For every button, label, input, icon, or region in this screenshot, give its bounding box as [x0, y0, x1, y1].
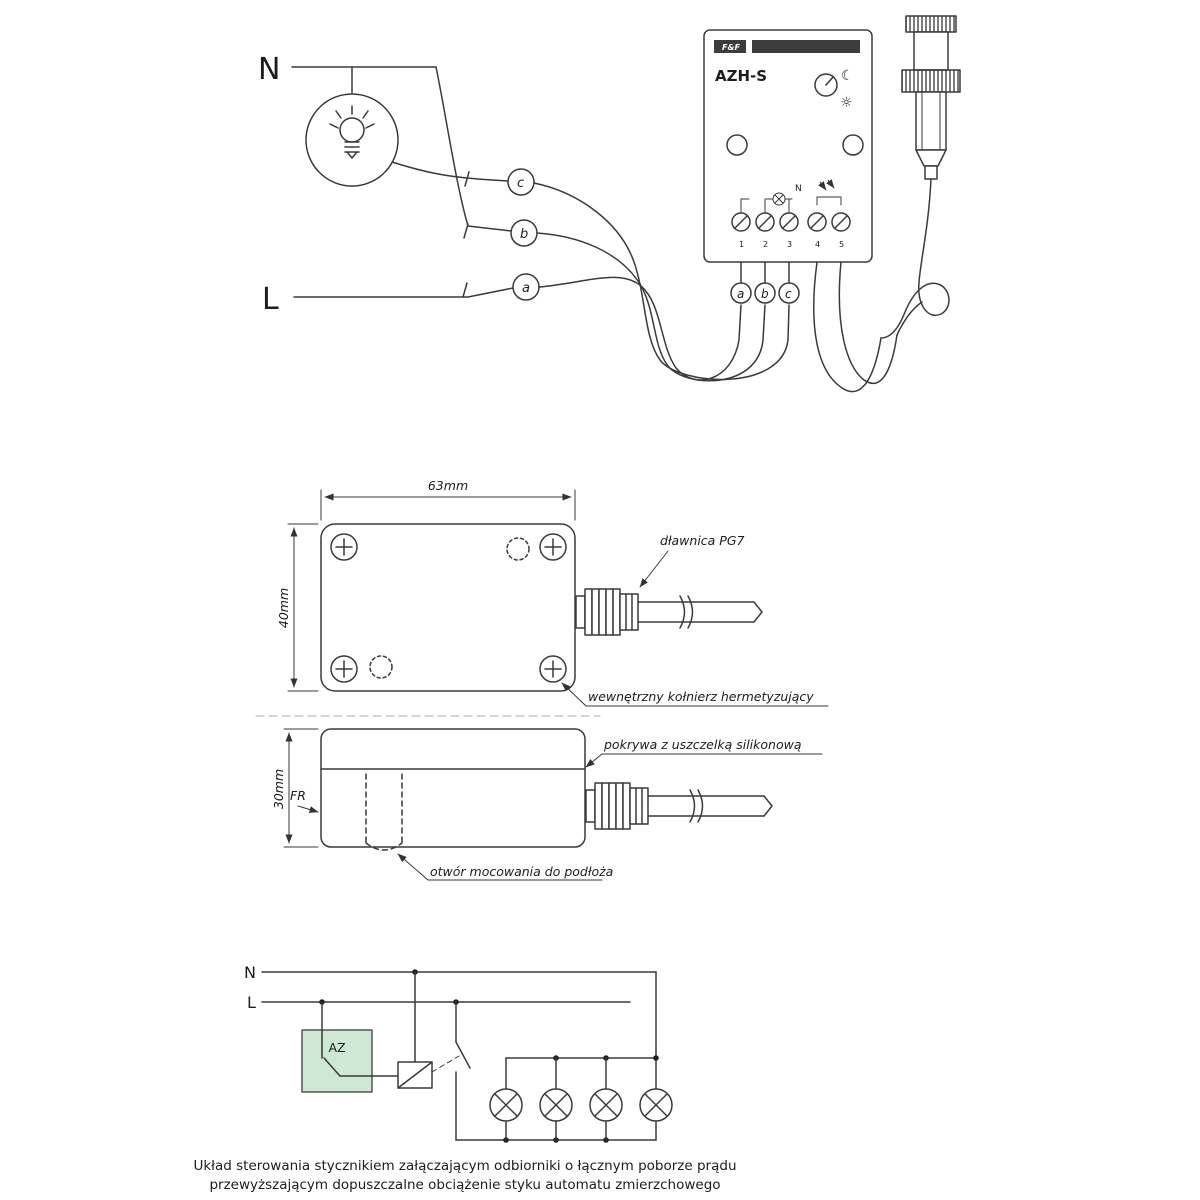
terminal-number-1: 1 — [739, 240, 744, 249]
azh-s-device: F&F AZH-S ☾ ☼ — [703, 29, 873, 263]
sensor-wire-2 — [838, 261, 898, 385]
bundle-wire-a — [538, 276, 742, 381]
lamp-symbol — [489, 1057, 523, 1141]
connector-c-label: c — [517, 176, 524, 191]
az-contact-blade — [323, 1057, 341, 1077]
contact-blade — [455, 1041, 471, 1069]
terminal-letter-c: c — [778, 282, 800, 304]
cable-gland-side — [585, 782, 773, 830]
wire-connector-c: c — [507, 168, 535, 196]
wire-connector-a: a — [512, 273, 540, 301]
dimension-drawings: 63mm 40mm dławnica PG7 wewnętrzny kołnie… — [255, 478, 829, 881]
connector-tick — [463, 223, 469, 239]
terminal-n-label: N — [795, 184, 802, 194]
lamp-symbol — [539, 1057, 573, 1141]
height-dim-label: 40mm — [276, 588, 291, 628]
hole-callout-label: otwór mocowania do podłoża — [430, 864, 613, 879]
caption-line-2: przewyższającym dopuszczalne obciążenie … — [209, 1177, 720, 1193]
hidden-hole-circle — [506, 537, 530, 561]
terminal-number-3: 3 — [787, 240, 792, 249]
l-to-a-wire — [293, 287, 514, 298]
az-device-label: AZ — [328, 1040, 345, 1055]
sensor-cable-loop — [880, 177, 950, 339]
lamp-symbol — [589, 1057, 623, 1141]
width-dim-label: 63mm — [428, 478, 468, 493]
sensor-wire-1 — [812, 261, 882, 393]
bundle-wire-b — [536, 232, 766, 382]
mechanical-link — [431, 1055, 460, 1073]
lamp-symbol — [639, 1088, 673, 1141]
hole-callout-arrow — [397, 853, 429, 881]
terminal-letter-a: a — [730, 282, 752, 304]
mounting-hole-left — [726, 134, 748, 156]
terminal-number-5: 5 — [839, 240, 844, 249]
model-label: AZH-S — [715, 67, 767, 85]
connector-tick — [462, 282, 468, 298]
az-device-box — [301, 1029, 373, 1093]
schematic-n-label: N — [244, 963, 256, 982]
corner-screw — [330, 533, 358, 561]
mounting-hole-right — [842, 134, 864, 156]
connector-tick — [464, 171, 470, 187]
gland-callout-label: dławnica PG7 — [660, 533, 745, 548]
sensor-pictogram — [816, 196, 842, 206]
terminal-screws[interactable] — [731, 212, 851, 232]
terminal-number-4: 4 — [815, 240, 820, 249]
terminal-pictograms — [740, 179, 842, 214]
cable-gland-top — [575, 588, 763, 636]
photo-sensor-probe — [901, 15, 961, 180]
connector-a-label: a — [522, 281, 530, 296]
contactor-coil — [397, 1061, 433, 1089]
corner-screw — [330, 655, 358, 683]
bulb-symbol — [305, 93, 399, 187]
corner-screw — [539, 533, 567, 561]
cover-callout-label: pokrywa z uszczelką silikonową — [603, 737, 802, 752]
corner-screw — [539, 655, 567, 683]
fr-label: FR — [290, 788, 306, 803]
sun-icon: ☼ — [840, 95, 853, 111]
n-to-b-wire — [435, 66, 512, 232]
caption-line-1: Układ sterowania stycznikiem załączający… — [193, 1158, 736, 1174]
connector-b-label: b — [520, 227, 528, 242]
svg-text:b: b — [761, 287, 769, 301]
schematic-l-label: L — [247, 993, 256, 1012]
supply-l-label: L — [262, 282, 279, 317]
enclosure-side-view — [320, 728, 586, 851]
sensor-cable-strand — [896, 301, 923, 336]
moon-icon: ☾ — [841, 68, 854, 84]
sensitivity-dial[interactable] — [814, 73, 838, 97]
collar-callout-label: wewnętrzny kołnierz hermetyzujący — [588, 689, 814, 704]
cover-callout-arrow — [585, 753, 603, 768]
brand-logo-plate — [714, 40, 746, 53]
terminal-number-2: 2 — [763, 240, 768, 249]
mounting-hole-outline — [365, 842, 403, 851]
hidden-hole-circle — [369, 655, 393, 679]
brand-logo-text: F&F — [722, 43, 740, 52]
wire-connector-b: b — [510, 219, 538, 247]
supply-n-label: N — [258, 52, 280, 87]
fr-arrow — [297, 805, 319, 813]
header-bar — [752, 40, 860, 53]
bulb-to-c-wire — [391, 161, 509, 182]
depth-dim-label: 30mm — [271, 769, 286, 809]
enclosure-top-view — [320, 523, 576, 692]
collar-callout-arrow — [561, 682, 587, 707]
terminal-letter-b: b — [754, 282, 776, 304]
svg-text:a: a — [737, 287, 744, 301]
bundle-wire-c — [533, 182, 790, 381]
svg-text:c: c — [785, 287, 792, 301]
wiring-diagram: N L c — [258, 15, 961, 393]
gland-callout-arrow — [639, 550, 669, 588]
contactor-schematic: N L AZ — [193, 963, 736, 1193]
